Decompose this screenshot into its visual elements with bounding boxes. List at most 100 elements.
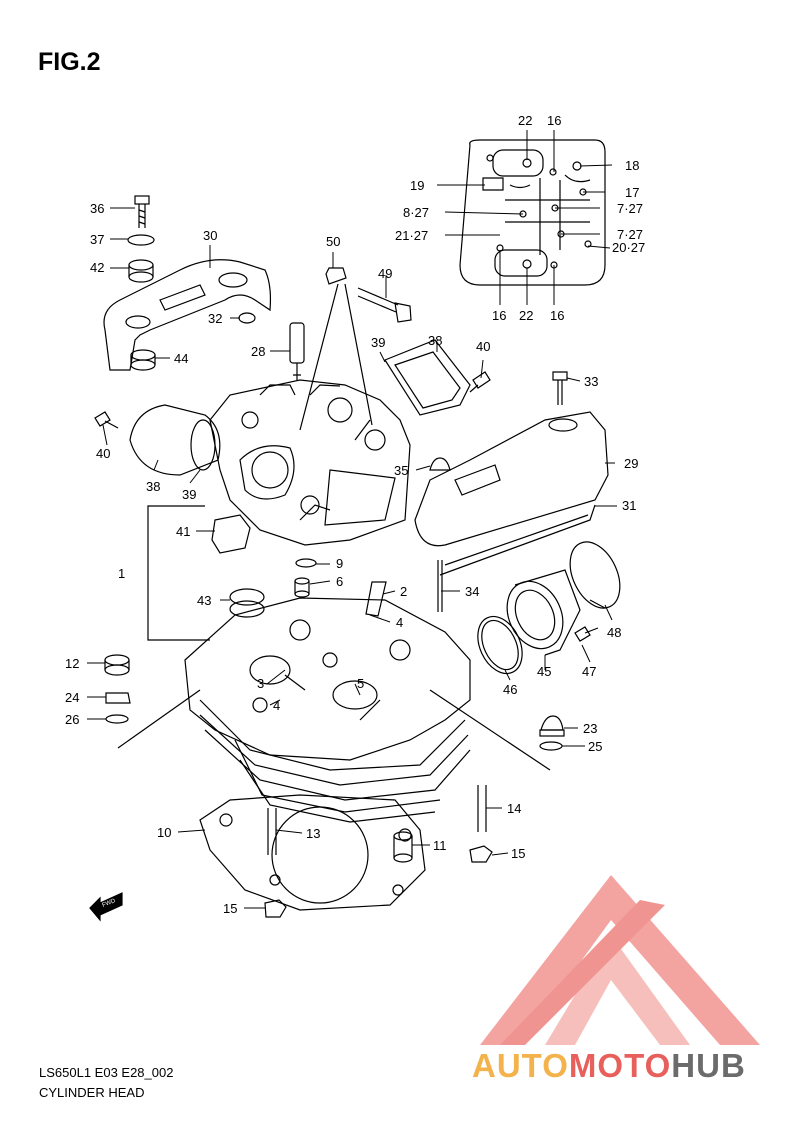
cap-44 <box>130 349 156 371</box>
figure-caption: CYLINDER HEAD <box>39 1085 145 1100</box>
oil-seal-43 <box>229 588 265 618</box>
callout-33: 33 <box>584 374 598 389</box>
callout-38-left: 38 <box>146 479 160 494</box>
callout-31: 31 <box>622 498 636 513</box>
callout-41: 41 <box>176 524 190 539</box>
callout-43: 43 <box>197 593 211 608</box>
callout-28: 28 <box>251 344 265 359</box>
callout-14: 14 <box>507 801 521 816</box>
bolt-33 <box>552 371 568 405</box>
nut-15-bottom <box>264 899 287 918</box>
callout-5: 5 <box>357 676 364 691</box>
stud-14 <box>477 785 487 832</box>
gasket-41 <box>211 514 251 554</box>
gasket-31 <box>439 504 596 576</box>
callout-20-27: 20·27 <box>612 240 645 255</box>
leader-50 <box>299 283 373 431</box>
figure-code: LS650L1 E03 E28_002 <box>39 1065 174 1080</box>
callout-30: 30 <box>203 228 217 243</box>
cylinder-head-lower <box>184 597 471 823</box>
callout-9: 9 <box>336 556 343 571</box>
callout-23: 23 <box>583 721 597 736</box>
callout-11: 11 <box>433 838 447 853</box>
leader-right-lower <box>429 689 551 771</box>
watermark-part-hub: HUB <box>671 1047 746 1084</box>
bolt-47 <box>574 626 599 642</box>
callout-42: 42 <box>90 260 104 275</box>
callout-32: 32 <box>208 311 222 326</box>
head-gasket-10 <box>199 794 426 911</box>
callout-46: 46 <box>503 682 517 697</box>
watermark-logo <box>480 875 760 1045</box>
stud-34 <box>437 560 443 612</box>
callout-18: 18 <box>625 158 639 173</box>
callout-39-left: 39 <box>182 487 196 502</box>
callout-44: 44 <box>174 351 188 366</box>
cap-gasket-38-39 <box>384 339 471 416</box>
cap-12 <box>104 654 130 676</box>
figure-title: FIG.2 <box>38 48 101 76</box>
intake-pipe-45 <box>506 569 581 656</box>
bolt-40-left <box>94 411 119 429</box>
cap-nut-23 <box>539 715 565 737</box>
callout-37: 37 <box>90 232 104 247</box>
cap-nut-35 <box>429 457 451 471</box>
callout-40-left: 40 <box>96 446 110 461</box>
o-ring-9 <box>295 558 317 568</box>
callout-19: 19 <box>410 178 424 193</box>
callout-6: 6 <box>336 574 343 589</box>
callout-36: 36 <box>90 201 104 216</box>
spark-plug-28 <box>289 322 305 380</box>
watermark-part-moto: MOTO <box>568 1047 672 1084</box>
callout-4-top: 4 <box>396 615 403 630</box>
tappet-cap-38-left <box>129 404 221 476</box>
leader-lines <box>87 130 617 909</box>
callout-50: 50 <box>326 234 340 249</box>
washer-25 <box>539 741 563 751</box>
bolt-36 <box>134 195 150 228</box>
watermark-part-auto: AUTO <box>472 1047 569 1084</box>
dowel-6 <box>294 577 310 598</box>
callout-2: 2 <box>400 584 407 599</box>
head-cover-29 <box>414 411 609 547</box>
callout-labels: 22 16 18 19 17 8·27 7·27 21·27 7·27 20·2… <box>65 113 645 916</box>
washer-26 <box>105 714 129 724</box>
callout-7-27-b: 7·27 <box>617 227 643 242</box>
head-cover-30 <box>103 259 272 371</box>
bolt-49 <box>357 287 412 323</box>
callout-15-right: 15 <box>511 846 525 861</box>
nut-24 <box>105 692 131 704</box>
fwd-arrow-icon: FWD <box>89 892 123 922</box>
callout-1: 1 <box>118 566 125 581</box>
guide-2 <box>365 581 387 617</box>
callout-15-bottom: 15 <box>223 901 237 916</box>
cylinder-head-upper <box>209 379 411 546</box>
callout-40-right: 40 <box>476 339 490 354</box>
plug-32 <box>238 312 256 324</box>
callout-34: 34 <box>465 584 479 599</box>
callout-38-top: 38 <box>428 333 442 348</box>
callout-8-27: 8·27 <box>403 205 429 220</box>
callout-35: 35 <box>394 463 408 478</box>
callout-48: 48 <box>607 625 621 640</box>
callout-4-bottom: 4 <box>273 698 280 713</box>
nut-50 <box>325 267 347 285</box>
callout-3: 3 <box>257 676 264 691</box>
fwd-label: FWD <box>102 898 118 909</box>
bolt-40-right <box>469 371 491 393</box>
callout-10: 10 <box>157 825 171 840</box>
callout-26: 26 <box>65 712 79 727</box>
leader-1 <box>147 505 210 641</box>
callout-12: 12 <box>65 656 79 671</box>
callout-47: 47 <box>582 664 596 679</box>
clamp-48 <box>569 541 621 609</box>
callout-49: 49 <box>378 266 392 281</box>
stud-13 <box>267 808 277 855</box>
callout-45: 45 <box>537 664 551 679</box>
nut-15-right <box>469 845 493 863</box>
washer-37 <box>127 234 155 246</box>
o-ring-46 <box>477 615 523 675</box>
callout-7-27-a: 7·27 <box>617 201 643 216</box>
callout-17: 17 <box>625 185 639 200</box>
